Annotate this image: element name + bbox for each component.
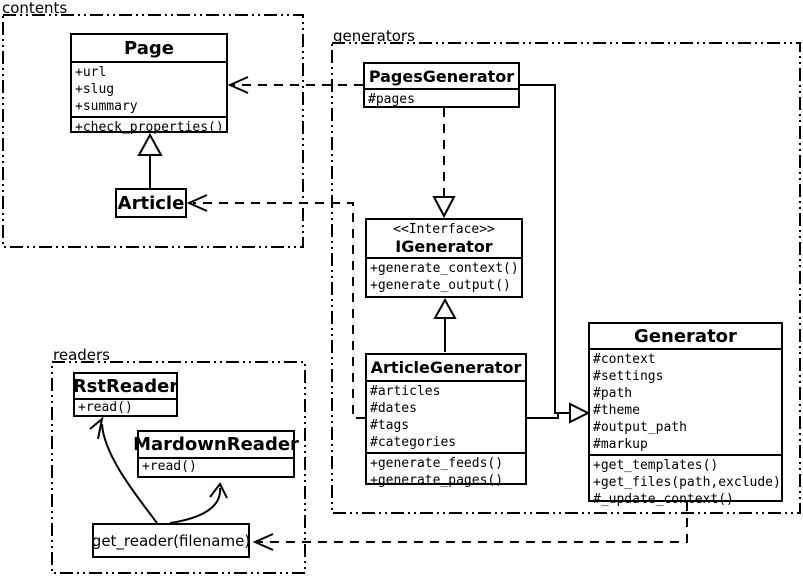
edge-getreader-to-mardownreader (169, 482, 228, 524)
package-readers-border (51, 361, 306, 574)
attribute: +summary (75, 99, 138, 114)
class-rstreader-title: RstReader (72, 375, 179, 397)
method: +get_templates() (593, 458, 719, 473)
attribute: #context (593, 352, 656, 367)
method: +check_properties() (75, 120, 224, 135)
method: +read() (78, 400, 133, 415)
class-generator-methods: +get_templates() +get_files(path,exclude… (590, 454, 781, 509)
function-get-reader: get_reader(filename) (92, 523, 250, 558)
attribute: #theme (593, 403, 640, 418)
attribute: #markup (593, 437, 648, 452)
package-label-contents: contents (2, 0, 68, 17)
attribute: #tags (370, 418, 410, 433)
package-label-generators: generators (333, 27, 415, 45)
method: +generate_context() (370, 261, 519, 276)
attribute: #dates (370, 401, 417, 416)
class-article-title: Article (117, 192, 185, 214)
package-generators-border (331, 42, 801, 514)
attribute: #categories (370, 435, 457, 450)
class-igenerator-title: IGenerator (395, 237, 493, 256)
method: +generate_feeds() (370, 456, 504, 471)
attribute: #output_path (593, 420, 687, 435)
function-get-reader-label: get_reader(filename) (91, 531, 251, 550)
class-rstreader-methods: +read() (75, 398, 176, 415)
attribute: #pages (368, 92, 415, 107)
method: #_update_context() (593, 492, 734, 507)
class-igenerator-stereotype: <<Interface>> (393, 222, 495, 237)
class-page-title: Page (124, 37, 174, 59)
class-generator-title: Generator (634, 325, 737, 347)
class-generator: Generator #context #settings #path #them… (588, 322, 783, 507)
class-articlegenerator-methods: +generate_feeds() +generate_pages() (367, 452, 525, 490)
class-articlegenerator: ArticleGenerator #articles #dates #tags … (365, 353, 527, 488)
edge-article-inherits-page (137, 132, 163, 188)
edge-pagesgenerator-depends-page (227, 76, 363, 94)
method: +generate_output() (370, 278, 511, 293)
class-mardownreader-title: MardownReader (133, 434, 299, 455)
attribute: +slug (75, 82, 115, 97)
attribute: #path (593, 386, 633, 401)
package-label-readers: readers (53, 346, 110, 364)
class-mardownreader-methods: +read() (139, 457, 293, 475)
class-igenerator: <<Interface>> IGenerator +generate_conte… (365, 218, 523, 298)
edge-articlegenerator-inherits-igenerator (433, 297, 457, 352)
class-pagesgenerator-title: PagesGenerator (368, 66, 515, 86)
attribute: #settings (593, 369, 664, 384)
class-igenerator-methods: +generate_context() +generate_output() (367, 257, 521, 295)
method: +generate_pages() (370, 473, 504, 488)
edge-generators-inherit-generator (520, 84, 591, 424)
class-igenerator-header: <<Interface>> IGenerator (367, 220, 521, 257)
edge-generator-depends-getreader (252, 502, 688, 551)
attribute: #articles (370, 384, 441, 399)
edge-getreader-to-rstreader (89, 416, 158, 524)
class-pagesgenerator-attributes: #pages (365, 88, 518, 109)
class-page-attributes: +url +slug +summary (72, 61, 226, 116)
class-article: Article (115, 188, 187, 218)
method: +read() (142, 459, 197, 474)
class-rstreader: RstReader +read() (73, 372, 178, 417)
class-mardownreader: MardownReader +read() (133, 430, 299, 478)
class-page: Page +url +slug +summary +check_properti… (70, 33, 228, 135)
class-articlegenerator-title: ArticleGenerator (370, 358, 522, 377)
edge-articlegenerator-depends-article (186, 194, 365, 419)
class-page-methods: +check_properties() (72, 116, 226, 137)
edge-pagesgenerator-realizes-igenerator (432, 108, 456, 219)
attribute: +url (75, 65, 107, 80)
class-generator-attributes: #context #settings #path #theme #output_… (590, 348, 781, 454)
package-contents-border (2, 14, 304, 248)
class-articlegenerator-attributes: #articles #dates #tags #categories (367, 380, 525, 452)
class-pagesgenerator: PagesGenerator #pages (363, 62, 520, 108)
method: +get_files(path,exclude) (593, 475, 781, 490)
